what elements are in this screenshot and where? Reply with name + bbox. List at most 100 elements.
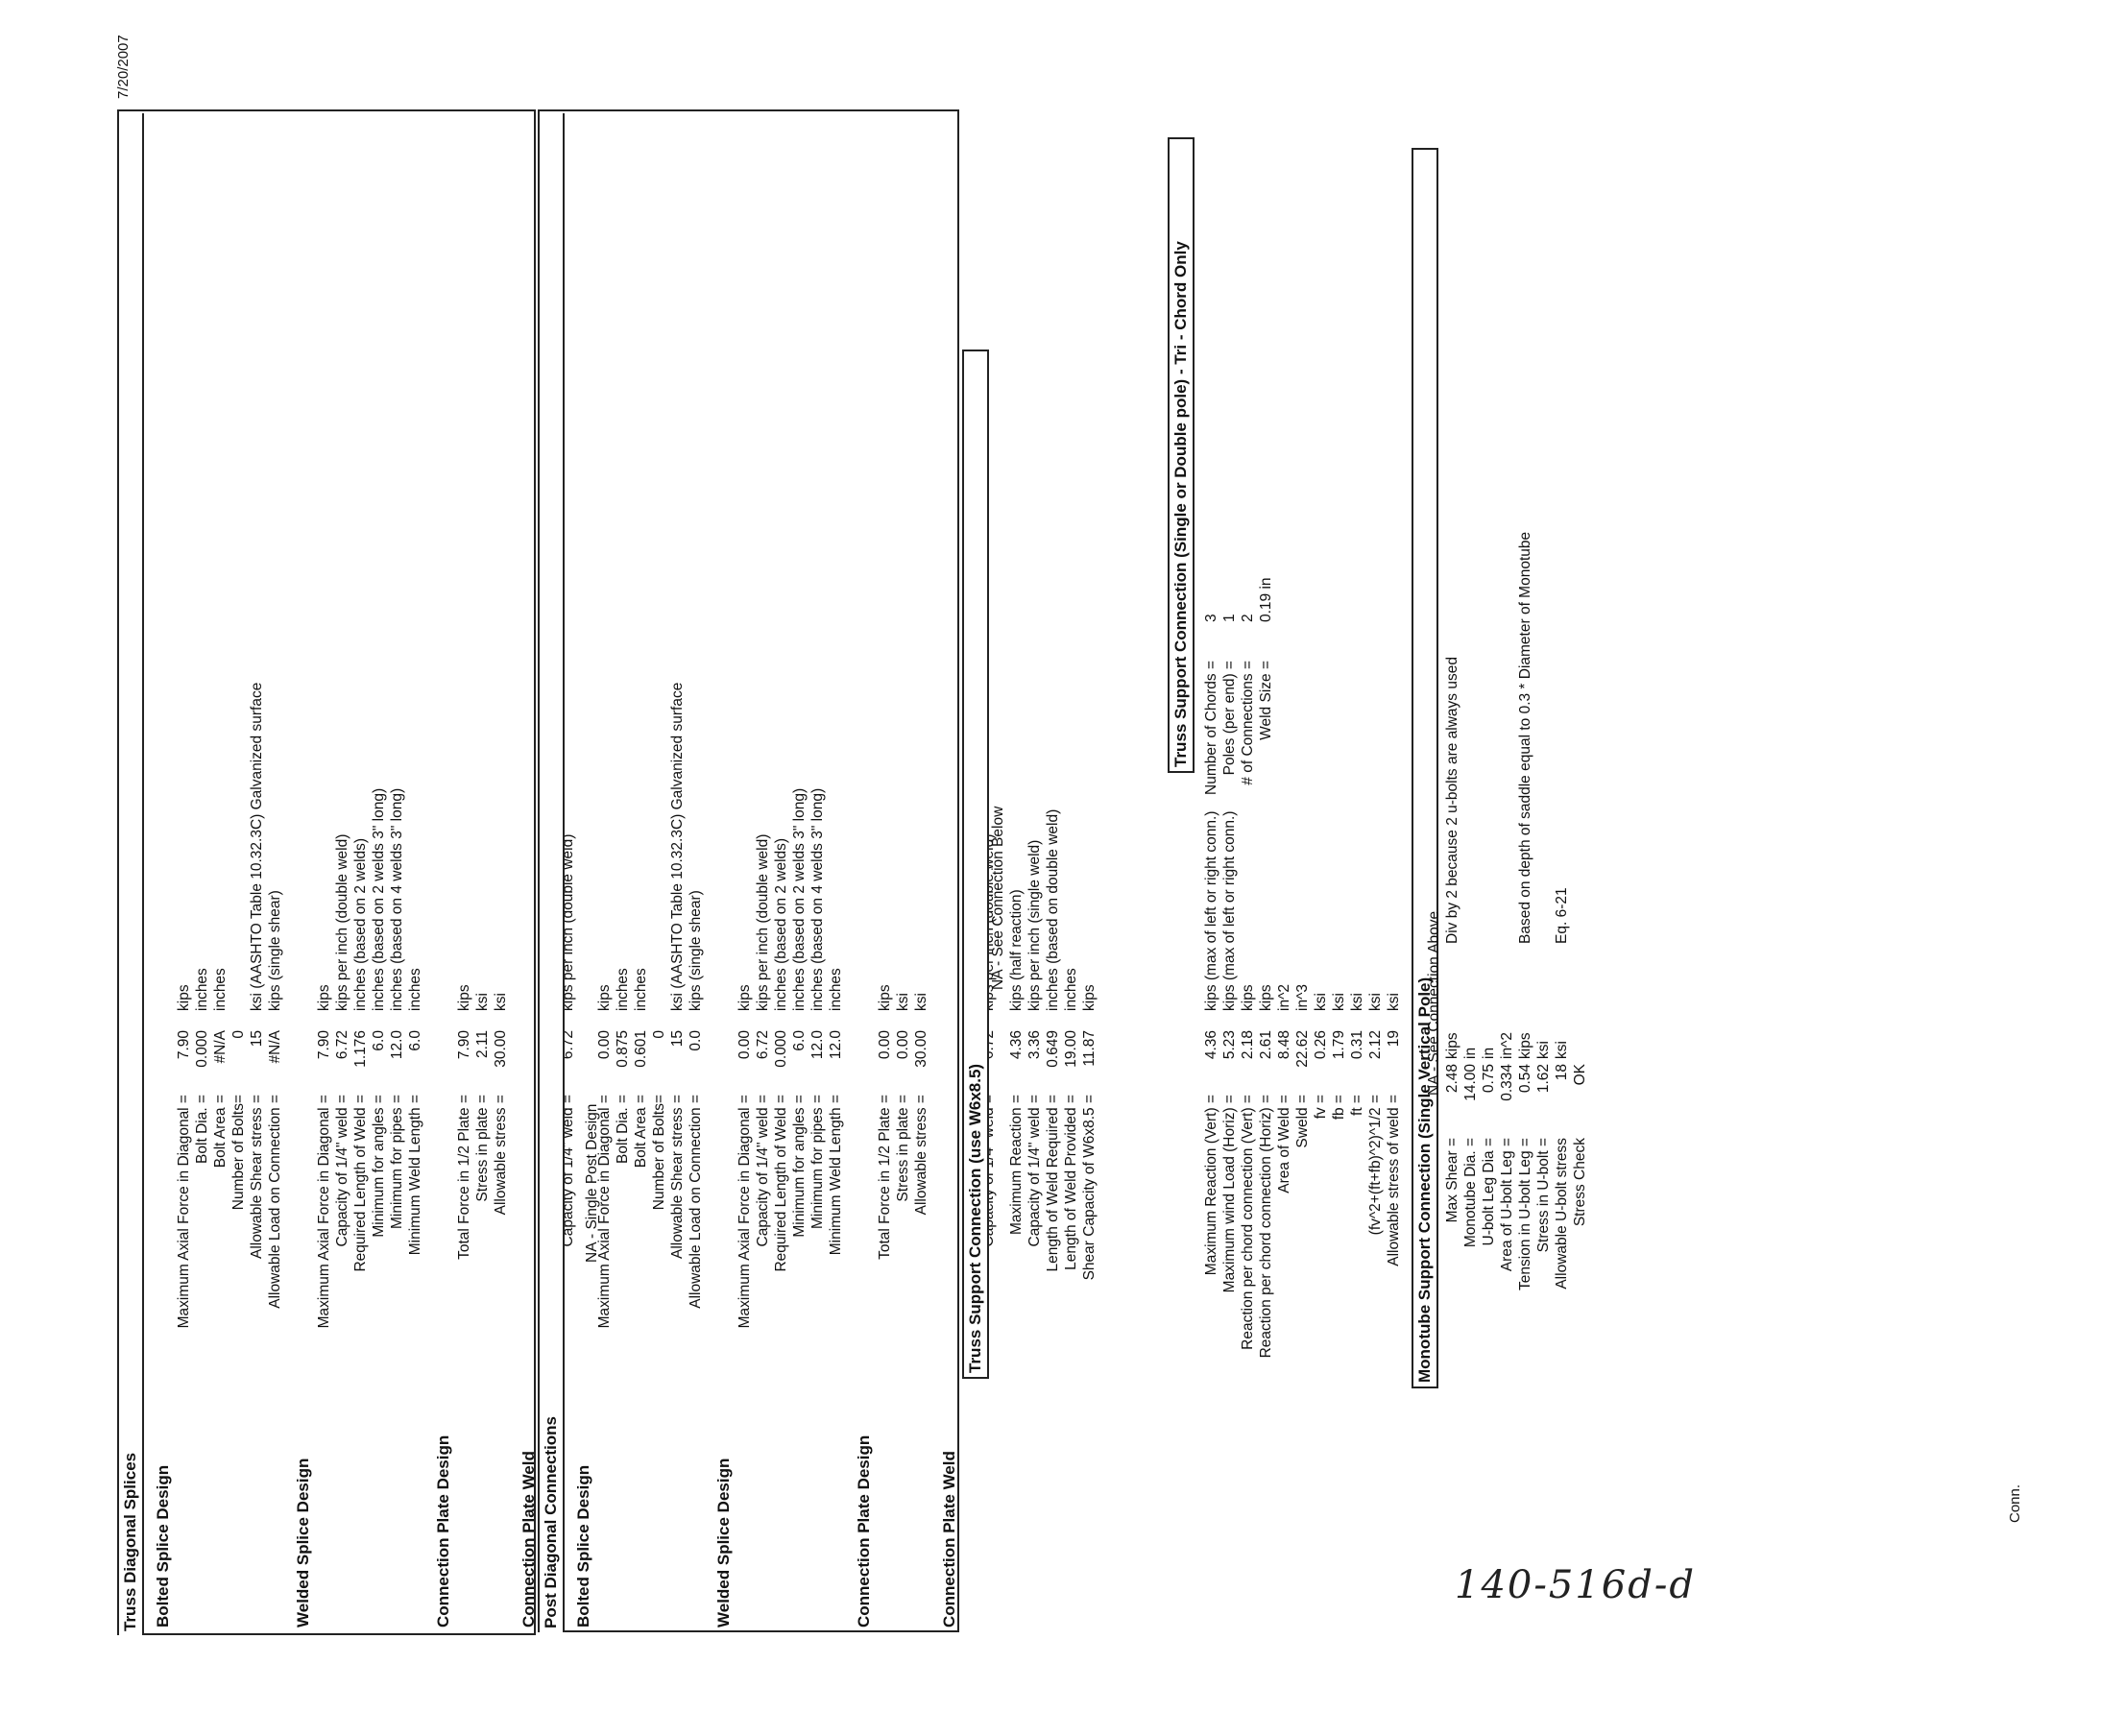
pdc-welded-value: 0.00 <box>736 1030 753 1060</box>
pdc-plate-value: 30.00 <box>913 1030 929 1068</box>
ms-label: Area of U-bolt Leg = <box>1499 1138 1515 1272</box>
tsw-label: Capacity of 1/4" weld = <box>1026 1095 1043 1247</box>
ms-value: 0.54 <box>1517 1064 1533 1094</box>
pdc-bolted-unit: ksi (AASHTO Table 10.32.3C) Galvanized s… <box>669 682 686 1011</box>
tds-bolted-row: Number of Bolts=0 <box>229 113 248 1635</box>
tst-unit: kips <box>1258 984 1274 1011</box>
tst-label: Maximum wind Load (Horiz) = <box>1221 1095 1238 1293</box>
tst-label: fb = <box>1331 1095 1347 1121</box>
tst-row: Reaction per chord connection (Horiz) = 2… <box>1257 113 1275 1635</box>
ms-label: Monotube Dia. = <box>1462 1138 1479 1248</box>
ms-note-row: NA - See Connection Above <box>1425 113 1443 1635</box>
tst-label: Reaction per chord connection (Horiz) = <box>1258 1095 1274 1359</box>
tds-welded-label: Minimum for angles = <box>371 1095 387 1238</box>
tds-weld-heading: Connection Plate Weld <box>519 1451 538 1628</box>
tds-bolted-value: 15 <box>249 1030 265 1048</box>
ms-value: 0.75 <box>1481 1064 1497 1094</box>
tds-welded-value: 6.0 <box>407 1030 423 1051</box>
tst-label: Maximum Reaction (Vert) = <box>1203 1095 1219 1276</box>
tst-label: Reaction per chord connection (Vert) = <box>1240 1095 1256 1350</box>
tst-value: 1.79 <box>1331 1030 1347 1060</box>
tst-unit: ksi <box>1313 993 1329 1011</box>
tds-bolted-value: 0.000 <box>194 1030 210 1068</box>
ms-unit: ksi <box>1535 1041 1552 1059</box>
tds-plate-unit: ksi <box>493 993 509 1011</box>
ms-label: Max Shear = <box>1444 1138 1460 1223</box>
ms-comment: Based on depth of saddle equal to 0.3 * … <box>1517 531 1533 944</box>
ms-unit: kips <box>1444 1032 1460 1059</box>
tsw-label: Maximum Reaction = <box>1008 1095 1025 1236</box>
tds-plate-label: Total Force in 1/2 Plate = <box>456 1095 472 1260</box>
tsw-value: 0.649 <box>1045 1030 1061 1068</box>
tds-welded-value: 6.72 <box>334 1030 350 1060</box>
pdc-plate-label: Total Force in 1/2 Plate = <box>877 1095 893 1260</box>
pdc-welded-unit: kips <box>736 984 753 1011</box>
pdc-plate-unit: kips <box>877 984 893 1011</box>
pdc-bolted-unit: inches <box>633 968 649 1011</box>
handwritten-note: 140-516d-d <box>1455 1563 1696 1607</box>
pdc-plate-heading: Connection Plate Design <box>855 1435 873 1628</box>
ms-value: 2.48 <box>1444 1064 1460 1094</box>
tds-bolted-label: Maximum Axial Force in Diagonal = <box>176 1095 192 1329</box>
pdc-plate-label: Allowable stress = <box>913 1095 929 1216</box>
tst-side-label: # of Connections = <box>1240 661 1256 785</box>
truss-diagonal-splices-title: Truss Diagonal Splices <box>119 113 144 1635</box>
monotube-support-body: NA - See Connection Above Max Shear = 2.4… <box>1425 113 1589 1635</box>
tds-welded-unit: inches (based on 2 welds) <box>352 837 369 1011</box>
pdc-plate-label: Stress in plate = <box>895 1095 911 1202</box>
pdc-plate-unit: ksi <box>895 993 911 1011</box>
pdc-bolted-value: 0.601 <box>633 1030 649 1068</box>
tst-unit: ksi <box>1331 993 1347 1011</box>
tds-plate-value: 2.11 <box>474 1030 491 1059</box>
pdc-bolted-row: Number of Bolts=0 <box>650 113 668 1635</box>
ms-unit: ksi <box>1554 1041 1570 1059</box>
tds-bolted-unit: inches <box>212 968 229 1011</box>
tst-label: (fv^2+(ft+fb)^2)^1/2 = <box>1367 1095 1384 1236</box>
pdc-welded-label: Capacity of 1/4" weld = <box>755 1095 771 1247</box>
truss-diagonal-splices-body: Bolted Splice Design Maximum Axial Force… <box>144 113 577 1635</box>
tst-unit: in^3 <box>1294 984 1311 1011</box>
tsw-value: 4.36 <box>1008 1030 1025 1060</box>
tds-bolted-unit: inches <box>194 968 210 1011</box>
tsw-value: 19.00 <box>1063 1030 1079 1068</box>
tst-side-value: 0.19 in <box>1258 577 1274 622</box>
tst-value: 2.61 <box>1258 1030 1274 1060</box>
tst-unit: kips <box>1240 984 1256 1011</box>
tds-welded-value: 1.176 <box>352 1030 369 1068</box>
pdc-bolted-label: Allowable Load on Connection = <box>688 1095 704 1309</box>
post-diagonal-connections-body: Bolted Splice Design NA - Single Post De… <box>565 113 998 1635</box>
tst-unit: ksi <box>1386 993 1402 1011</box>
tst-row: Reaction per chord connection (Vert) =2.… <box>1239 113 1257 1635</box>
pdc-bolted-value: 0 <box>651 1030 667 1039</box>
tsw-value: 11.87 <box>1081 1030 1098 1067</box>
pdc-welded-label: Minimum for angles = <box>791 1095 808 1238</box>
tds-plate-label: Stress in plate = <box>474 1095 491 1202</box>
tst-label: fv = <box>1313 1095 1329 1120</box>
ms-label: U-bolt Leg Dia = <box>1481 1138 1497 1246</box>
print-date: 7/20/2007 <box>115 35 132 99</box>
tst-label: Sweld = <box>1294 1095 1311 1148</box>
